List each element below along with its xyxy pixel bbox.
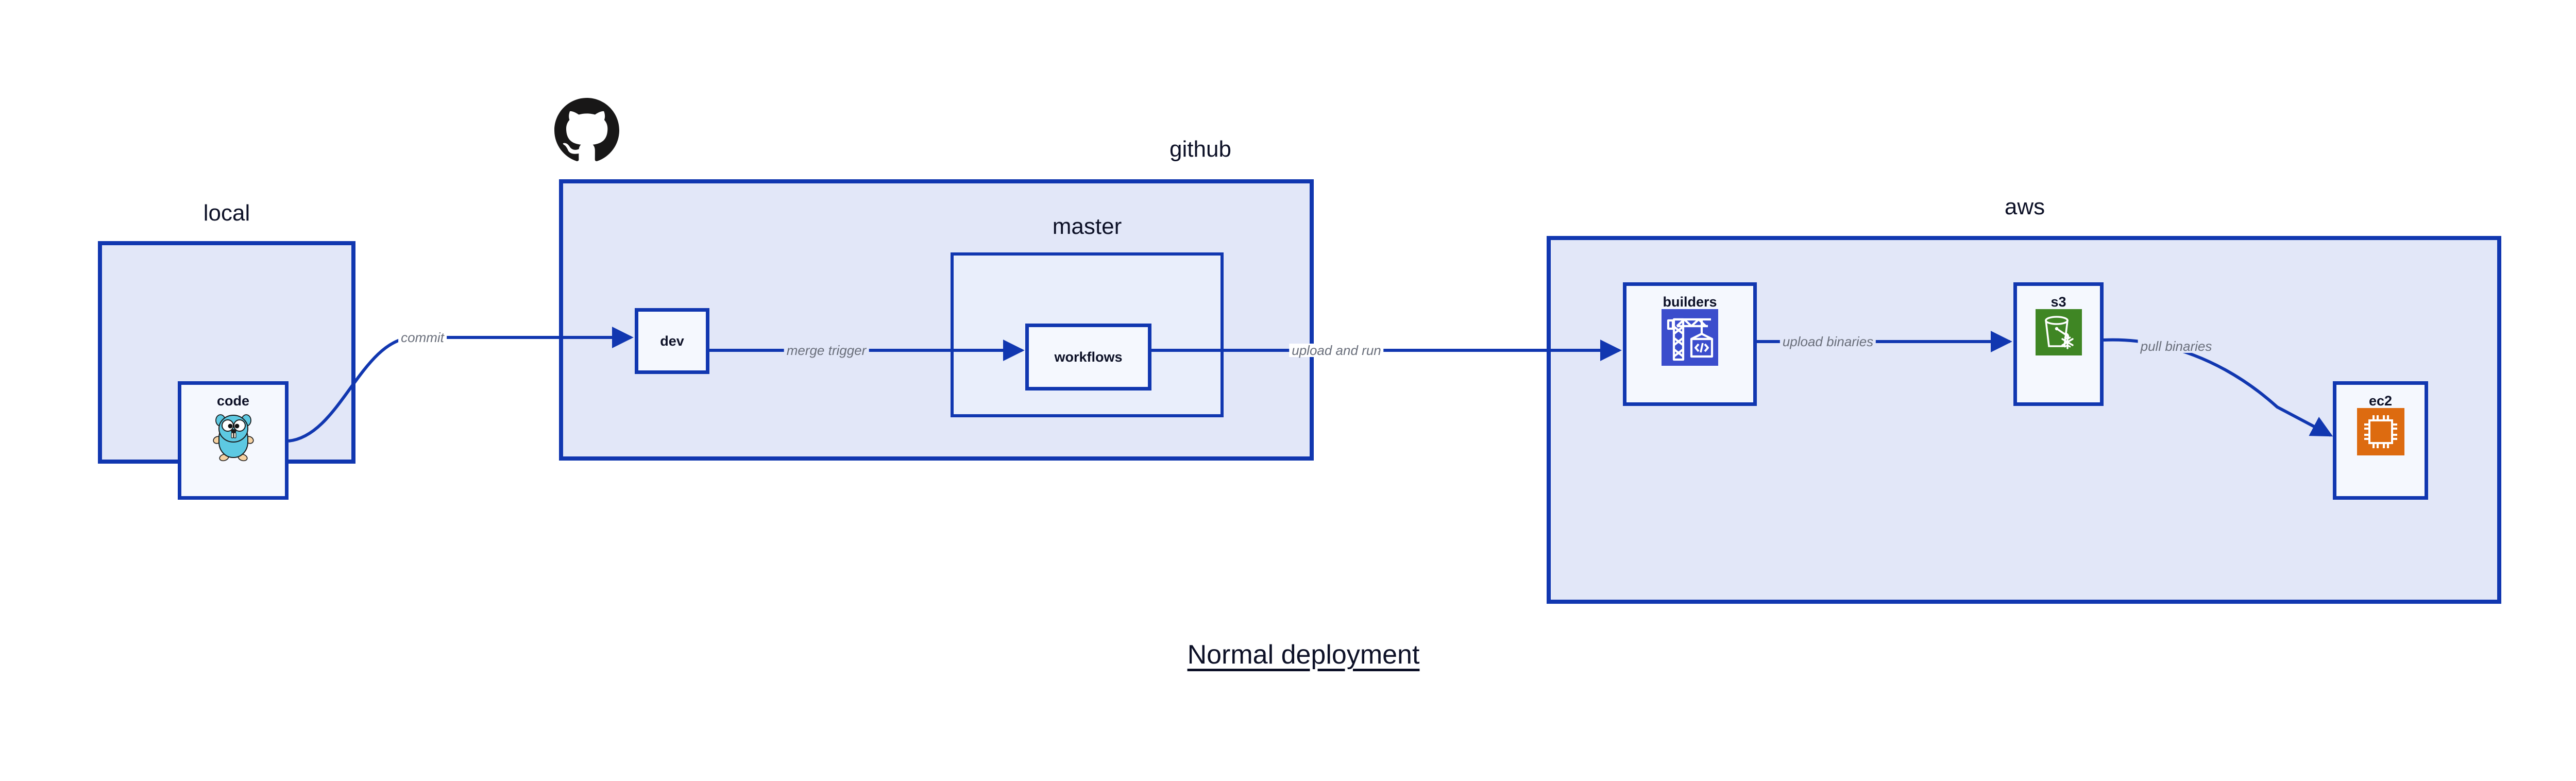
edge-label-pull-binaries: pull binaries [2138,339,2215,353]
node-dev[interactable]: dev [635,308,709,374]
edge-label-upload-and-run: upload and run [1289,344,1384,357]
zone-label-github: github [1170,137,1231,162]
edge-label-merge-trigger: merge trigger [784,344,869,357]
diagram-title: Normal deployment [1187,640,1420,670]
aws-ec2-chip-icon [2357,408,2404,458]
zone-label-local: local [203,200,250,226]
node-code-label: code [216,393,250,409]
edge-label-upload-binaries: upload binaries [1780,335,1876,348]
node-builders[interactable]: builders [1623,282,1757,406]
zone-label-master: master [1052,214,1122,239]
node-ec2[interactable]: ec2 [2333,381,2428,500]
node-builders-label: builders [1663,294,1717,310]
node-dev-label: dev [660,333,684,349]
github-octocat-logo [554,98,619,163]
go-gopher-icon [212,408,255,464]
edge-label-commit: commit [398,331,447,344]
aws-s3-bucket-icon [2035,309,2082,358]
node-workflows[interactable]: workflows [1025,324,1151,390]
node-s3[interactable]: s3 [2013,282,2104,406]
node-workflows-label: workflows [1054,349,1123,365]
node-ec2-label: ec2 [2368,393,2393,409]
node-s3-label: s3 [2050,294,2066,310]
aws-codebuild-crane-icon [1662,309,1718,368]
node-code[interactable]: code [178,381,289,500]
zone-label-aws: aws [2004,194,2045,219]
